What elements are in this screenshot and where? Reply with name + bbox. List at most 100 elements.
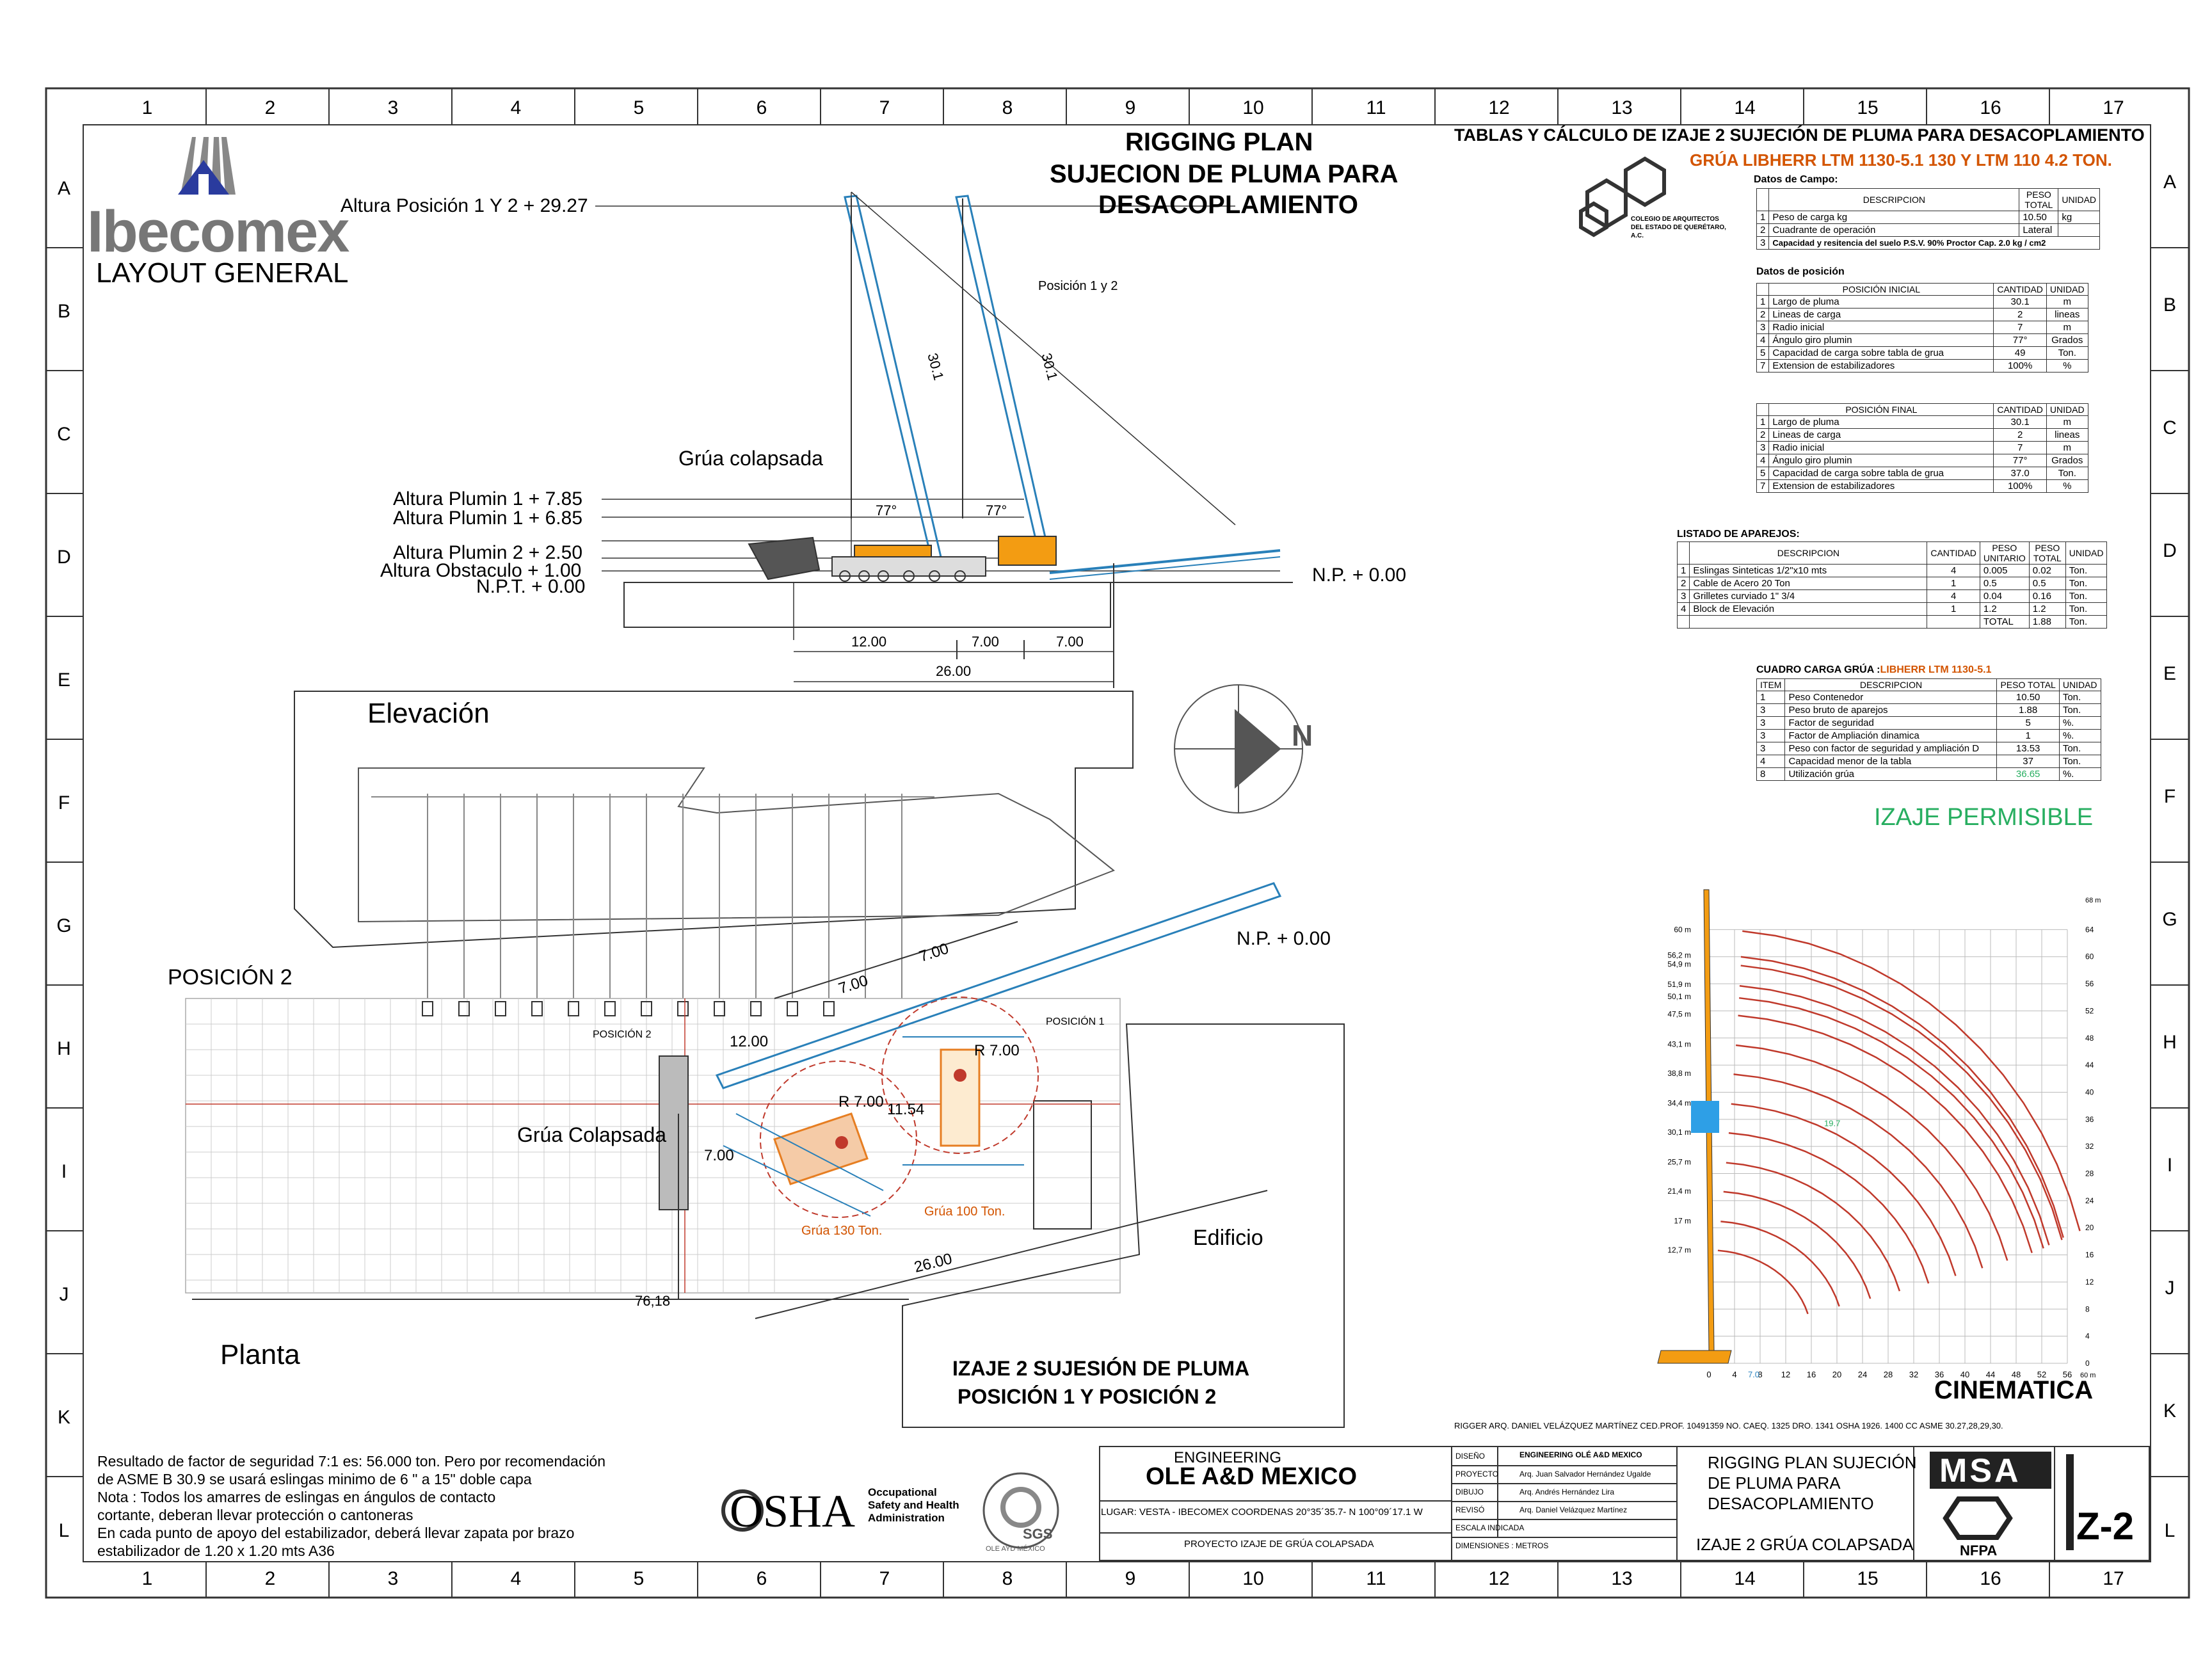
radius-2-label: R 7.00: [974, 1042, 1020, 1059]
cinematica-x-tick: 44: [1986, 1370, 1995, 1379]
grid-col-8-bottom: 8: [1002, 1568, 1013, 1589]
grid-col-13-bottom: 13: [1611, 1568, 1633, 1589]
izaje-title-line1: IZAJE 2 SUJESIÓN DE PLUMA: [952, 1357, 1250, 1380]
plan-np-label: N.P. + 0.00: [1237, 928, 1331, 949]
grid-row-j-right: J: [2165, 1278, 2175, 1299]
cinematica-y-tick: 44: [2085, 1061, 2094, 1070]
colegio-logo: [1579, 156, 1666, 237]
cinematica-highlight-value: 19.7: [1824, 1118, 1840, 1128]
tb-drawing-title-1: RIGGING PLAN SUJECIÓN: [1708, 1453, 1917, 1472]
crane-130-label: Grúa 130 Ton.: [801, 1224, 883, 1238]
tb-escala: ESCALA INDICADA: [1455, 1523, 1525, 1532]
grid-row-c-right: C: [2163, 417, 2177, 438]
grid-col-15: 15: [1857, 97, 1879, 118]
grid-col-1: 1: [141, 97, 153, 118]
cinematica-boom-length-label: 25,7 m: [1667, 1158, 1691, 1167]
sheet-number: Z-2: [2076, 1505, 2134, 1548]
grid-col-5: 5: [633, 97, 645, 118]
plan-dim-7618: 76,18: [635, 1293, 671, 1309]
cinematica-curves: 60 m56,2 m54,9 m51,9 m50,1 m47,5 m43,1 m…: [1667, 925, 2081, 1315]
altura-posicion-label: Altura Posición 1 Y 2 + 29.27: [341, 195, 588, 216]
elevation-drawing: [595, 191, 1293, 688]
tb-drawing-sub: IZAJE 2 GRÚA COLAPSADA: [1696, 1535, 1914, 1554]
tb-company: OLE A&D MEXICO: [1146, 1463, 1358, 1490]
grid-row-h-right: H: [2163, 1032, 2177, 1053]
plan-dim-1154: 11.54: [887, 1101, 925, 1118]
grid-row-l-right: L: [2164, 1520, 2176, 1541]
grid-col-13: 13: [1611, 97, 1633, 118]
grid-col-10: 10: [1242, 97, 1264, 118]
cinematica-boom-length-label: 12,7 m: [1667, 1246, 1691, 1254]
grid-col-14-bottom: 14: [1734, 1568, 1756, 1589]
elevation-dim-26: 26.00: [936, 663, 972, 679]
tb-reviso-value: Arq. Daniel Velázquez Martínez: [1519, 1505, 1628, 1514]
grid-col-5-bottom: 5: [633, 1568, 645, 1589]
plan-dim-7c: 7.00: [704, 1147, 734, 1164]
grid-row-j: J: [59, 1284, 69, 1305]
elevation-np-label: N.P. + 0.00: [1312, 565, 1407, 586]
tb-dibujo-value: Arq. Andrés Hernández Lira: [1519, 1487, 1615, 1496]
plan-drawing: [185, 691, 1345, 1428]
grid-col-17-bottom: 17: [2103, 1568, 2124, 1589]
cinematica-boom-length-label: 17 m: [1674, 1217, 1691, 1226]
izaje-title-line2: POSICIÓN 1 Y POSICIÓN 2: [958, 1385, 1217, 1408]
tb-reviso-key: REVISÓ: [1455, 1505, 1485, 1514]
cinematica-grid: [1708, 929, 2068, 1364]
posicion-1y2-label: Posición 1 y 2: [1038, 279, 1118, 293]
layout-general-label: LAYOUT GENERAL: [96, 257, 349, 289]
colegio-label: COLEGIO DE ARQUITECTOS DEL ESTADO DE QUE…: [1631, 216, 1726, 239]
grid-row-c: C: [57, 424, 71, 445]
elevation-dim-7b: 7.00: [1056, 634, 1084, 650]
cinematica-boom-curve: [1733, 1073, 1984, 1269]
cinematica-boom-curve: [1735, 1044, 2008, 1261]
grid-row-a: A: [57, 178, 70, 199]
grid-col-16-bottom: 16: [1980, 1568, 2001, 1589]
note-line-4: cortante, deberan llevar protección o ca…: [97, 1507, 413, 1523]
cinematica-boom-curve: [1717, 1249, 1809, 1315]
cinematica-x-tick: 8: [1758, 1370, 1762, 1379]
altura-plumin-2-label: Altura Plumin 2 + 2.50: [393, 542, 583, 563]
cinematica-y-tick: 32: [2085, 1142, 2094, 1151]
title-block-lines: [1099, 1446, 2150, 1561]
title-desacoplamiento: DESACOPLAMIENTO: [1098, 191, 1358, 219]
cinematica-boom-curve: [1742, 930, 2081, 1231]
cinematica-x-tick: 40: [1960, 1370, 1969, 1379]
ibecomex-logo-text: Ibecomex: [87, 199, 349, 264]
cinematica-label: CINEMATICA: [1934, 1376, 2094, 1404]
note-line-2: de ASME B 30.9 se usará eslingas minimo …: [97, 1471, 532, 1487]
cinematica-boom-length-label: 38,8 m: [1667, 1069, 1691, 1078]
north-arrow: [1174, 684, 1303, 813]
tb-diseno-value: ENGINEERING OLÉ A&D MEXICO: [1519, 1450, 1642, 1459]
cinematica-x-tick: 20: [1832, 1370, 1841, 1379]
grid-row-g: G: [56, 915, 72, 936]
column-dividers: [205, 88, 2050, 1598]
altura-plumin-1b-label: Altura Plumin 1 + 6.85: [393, 508, 583, 529]
cinematica-y-tick: 36: [2085, 1115, 2094, 1124]
grid-col-9: 9: [1125, 97, 1136, 118]
sgs-seal: [982, 1472, 1059, 1549]
grid-row-d-right: D: [2163, 540, 2177, 561]
ibecomex-logo-mark: [178, 137, 236, 195]
cinematica-boom-length-label: 43,1 m: [1667, 1039, 1691, 1048]
cinematica-boom-curve: [1728, 1132, 1930, 1284]
osha-line-2: Safety and Health: [868, 1499, 959, 1511]
edificio-label: Edificio: [1193, 1226, 1263, 1250]
tb-diseno-key: DISEÑO: [1455, 1452, 1486, 1461]
grid-row-d: D: [57, 547, 71, 568]
grid-row-b-right: B: [2163, 294, 2176, 316]
grid-row-a-right: A: [2163, 172, 2176, 193]
tb-proyecto-key: PROYECTO: [1455, 1470, 1499, 1479]
cinematica-boom-curve: [1723, 1190, 1871, 1299]
tb-proyecto-value: Arq. Juan Salvador Hernández Ugalde: [1519, 1470, 1651, 1479]
cinematica-boom-curve: [1739, 984, 2050, 1246]
grid-col-9-bottom: 9: [1125, 1568, 1136, 1589]
row-dividers: [46, 247, 2189, 1477]
cinematica-y-tick: 4: [2085, 1332, 2090, 1341]
cinematica-x-tick: 32: [1909, 1370, 1918, 1379]
planta-label: Planta: [220, 1339, 300, 1370]
